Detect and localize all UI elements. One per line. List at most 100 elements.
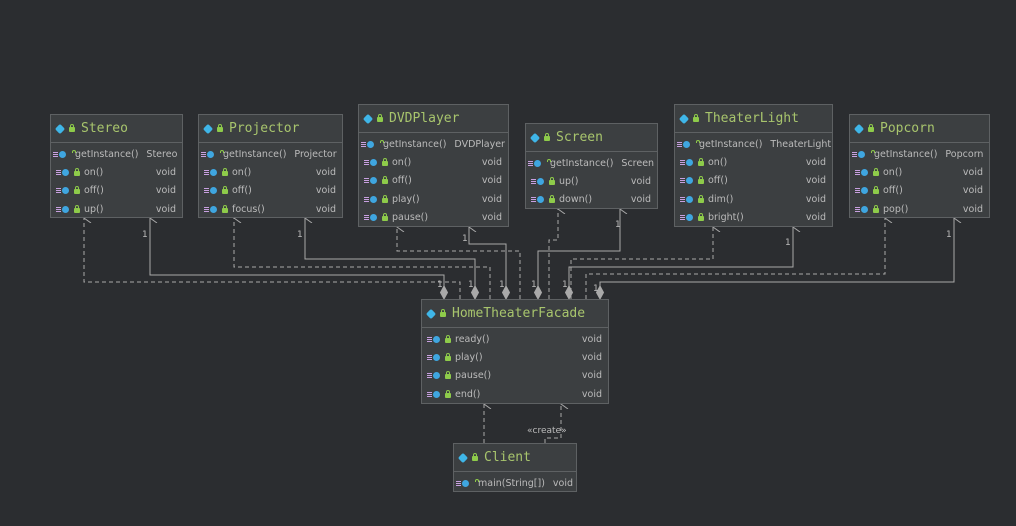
method-icon (53, 150, 66, 158)
method-return-type: TheaterLight (770, 138, 832, 150)
method-row[interactable]: up()void (526, 172, 657, 190)
method-row[interactable]: getInstance()Stereo (51, 145, 182, 163)
lock-icon (382, 213, 388, 222)
create-client-facade (544, 404, 561, 443)
method-icon (528, 196, 544, 204)
class-name: Stereo (81, 121, 128, 136)
method-return-type: Popcorn (945, 148, 984, 160)
method-row[interactable]: off()void (675, 172, 832, 190)
method-row[interactable]: on()void (850, 163, 989, 181)
method-row[interactable]: on()void (359, 153, 508, 171)
lock-icon (382, 176, 388, 185)
method-icon (852, 187, 868, 195)
method-return-type: void (630, 176, 651, 188)
method-name: pause() (392, 212, 429, 224)
method-icon (456, 479, 469, 487)
method-icon (361, 214, 377, 222)
method-row[interactable]: ready()void (422, 330, 608, 348)
method-return-type: void (630, 194, 651, 206)
lock-icon (868, 124, 874, 132)
method-icon (677, 214, 693, 222)
method-row[interactable]: off()void (359, 172, 508, 190)
lock-icon (698, 158, 704, 167)
class-name: TheaterLight (705, 111, 799, 126)
method-name: bright() (708, 212, 744, 224)
mult-stereo-top: 1 (142, 230, 148, 240)
lock-icon (222, 204, 228, 213)
method-icon (361, 159, 377, 167)
lock-icon (222, 186, 228, 195)
method-return-type: void (805, 193, 826, 205)
lock-icon (698, 213, 704, 222)
method-name: on() (392, 157, 412, 169)
method-row[interactable]: focus()void (199, 200, 342, 218)
class-icon (202, 123, 214, 134)
class-header: Screen (526, 124, 657, 152)
lock-icon (544, 133, 550, 141)
method-row[interactable]: on()void (675, 153, 832, 171)
method-icon (361, 177, 377, 185)
dependency-theaterlight (570, 227, 713, 299)
lock-icon (549, 177, 555, 186)
method-row[interactable]: end()void (422, 385, 608, 403)
method-name: pop() (883, 203, 909, 215)
method-name: ready() (455, 333, 490, 345)
method-return-type: void (155, 203, 176, 215)
lock-icon (445, 334, 451, 343)
method-icon (424, 335, 440, 343)
method-row[interactable]: off()void (51, 182, 182, 200)
method-row[interactable]: main(String[])void (454, 474, 576, 492)
class-header: Popcorn (850, 115, 989, 143)
method-row[interactable]: on()void (199, 163, 342, 181)
composition-popcorn (599, 218, 954, 287)
method-icon (677, 140, 690, 148)
method-list: main(String[])void (454, 472, 576, 492)
method-row[interactable]: down()void (526, 191, 657, 209)
lock-icon (873, 186, 879, 195)
method-row[interactable]: pause()void (422, 367, 608, 385)
method-row[interactable]: on()void (51, 163, 182, 181)
class-icon (54, 123, 66, 134)
method-row[interactable]: getInstance()DVDPlayer (359, 135, 508, 153)
method-name: getInstance() (874, 148, 938, 160)
class-name: HomeTheaterFacade (452, 306, 586, 321)
method-row[interactable]: play()void (359, 190, 508, 208)
method-name: focus() (232, 203, 265, 215)
method-row[interactable]: off()void (850, 182, 989, 200)
method-row[interactable]: getInstance()Projector (199, 145, 342, 163)
method-row[interactable]: pause()void (359, 209, 508, 227)
method-row[interactable]: getInstance()TheaterLight (675, 135, 832, 153)
lock-icon (74, 204, 80, 213)
method-icon (528, 159, 541, 167)
method-row[interactable]: pop()void (850, 200, 989, 218)
class-header: HomeTheaterFacade (422, 300, 608, 328)
method-row[interactable]: up()void (51, 200, 182, 218)
class-icon (457, 452, 469, 463)
method-row[interactable]: dim()void (675, 190, 832, 208)
method-return-type: void (962, 185, 983, 197)
method-icon (424, 372, 440, 380)
method-row[interactable]: off()void (199, 182, 342, 200)
method-row[interactable]: getInstance() Popcorn (850, 145, 989, 163)
mult-projector-bottom: 1 (468, 280, 474, 290)
lock-icon (377, 114, 383, 122)
method-row[interactable]: play()void (422, 348, 608, 366)
method-return-type: void (481, 193, 502, 205)
method-icon (677, 159, 693, 167)
lock-icon (698, 176, 704, 185)
method-row[interactable]: getInstance()Screen (526, 154, 657, 172)
dependency-dvdplayer (397, 227, 521, 299)
method-name: on() (84, 167, 104, 179)
mult-screen-top: 1 (615, 220, 621, 230)
method-row[interactable]: bright()void (675, 209, 832, 227)
